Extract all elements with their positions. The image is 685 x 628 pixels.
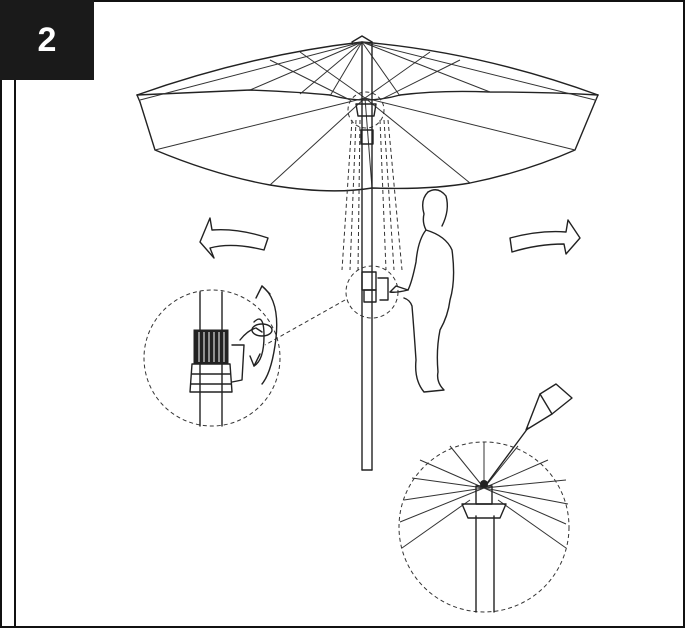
rotate-arrow-right-icon [509, 219, 581, 255]
crank-detail-circle [143, 289, 281, 427]
umbrella-pole-icon [360, 41, 374, 471]
hand-crank-detail-icon [189, 285, 278, 427]
hub-icon [355, 103, 377, 117]
rotate-arrow-left-icon [199, 217, 269, 259]
person-silhouette-icon [389, 189, 455, 393]
step-number-badge: 2 [0, 0, 94, 80]
detail-leader-line [264, 299, 346, 346]
crank-small-icon [361, 271, 389, 303]
hub-highlight-circle [347, 91, 385, 129]
hub-detail-icon [399, 442, 569, 613]
step-number: 2 [37, 20, 57, 59]
pointer-arrow-icon [487, 383, 573, 483]
umbrella-canopy-icon [136, 35, 599, 192]
